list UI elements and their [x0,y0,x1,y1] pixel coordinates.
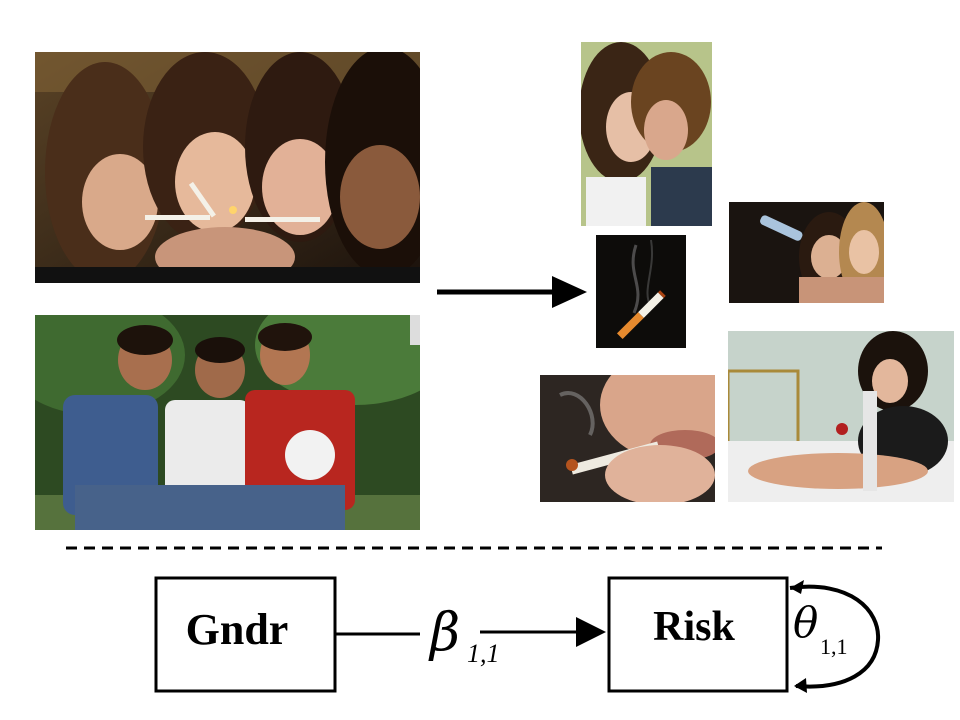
loop-arrowhead-top [790,580,804,594]
drinking-photo [729,202,884,303]
gender-label: Gndr [186,605,289,654]
couple-photo [581,42,712,226]
association-arrow [437,276,587,308]
boys-group-photo [35,315,420,530]
loop-arrowhead-bottom [794,678,807,693]
theta-loop [789,584,881,689]
risk-label: Risk [653,604,735,650]
gender-box [154,576,337,693]
joint-photo [540,375,715,502]
bong-photo [728,331,954,502]
cigarette-photo [596,235,686,348]
theta-subscript: 1,1 [820,634,848,659]
beta-symbol: β [428,603,460,663]
risk-box [607,576,789,693]
theta-symbol: θ [793,598,818,647]
girls-smoking-photo [35,52,420,283]
beta-subscript: 1,1 [467,639,500,668]
